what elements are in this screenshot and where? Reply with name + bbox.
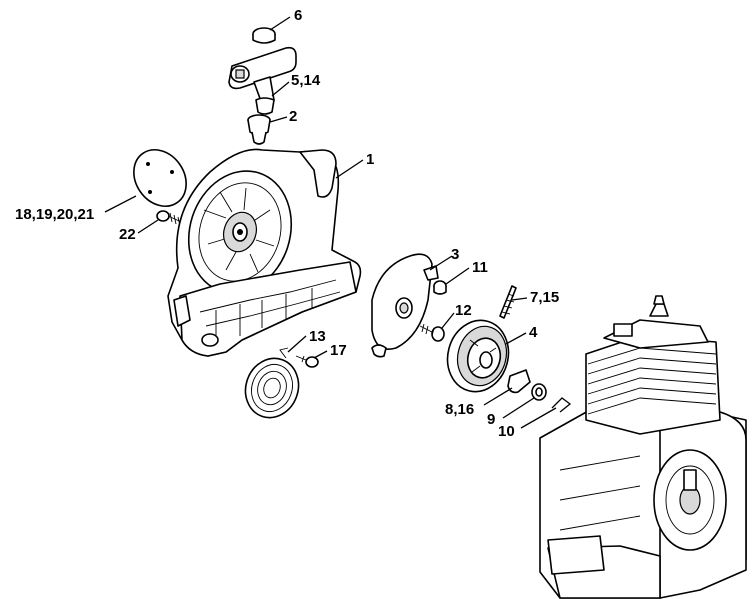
screw-22-part — [156, 210, 187, 228]
callout-22: 22 — [119, 226, 136, 243]
fan-housing-part — [167, 148, 362, 357]
rope-rotor-part — [446, 319, 510, 393]
screw-17-part — [295, 355, 319, 368]
callout-6: 6 — [294, 7, 302, 24]
screw-12-part — [419, 323, 445, 342]
starter-plate-part — [371, 253, 439, 358]
nut-11-part — [433, 280, 447, 295]
callout-17: 17 — [330, 342, 347, 359]
rope-guide-part — [247, 114, 271, 145]
handle-cap-part — [252, 27, 276, 44]
rewind-spring-part — [244, 347, 300, 419]
callout-13: 13 — [309, 328, 326, 345]
callout-4: 4 — [529, 324, 538, 341]
pawl-part — [507, 369, 531, 394]
callout-10: 10 — [498, 423, 515, 440]
callout-labels: 6 5,14 2 1 18,19,20,21 22 3 11 7,15 12 4… — [15, 7, 559, 440]
callout-5-14: 5,14 — [291, 72, 321, 89]
callout-7-15: 7,15 — [530, 289, 559, 306]
callout-1: 1 — [366, 151, 374, 168]
engine-block-part — [539, 295, 747, 599]
spring-clip-part — [551, 397, 572, 413]
callout-12: 12 — [455, 302, 472, 319]
cover-disc-part — [133, 149, 187, 207]
callout-9: 9 — [487, 411, 495, 428]
leader-lines — [104, 16, 557, 429]
washer-part — [531, 383, 547, 401]
callout-3: 3 — [451, 246, 459, 263]
callout-2: 2 — [289, 108, 297, 125]
callout-18-19-20-21: 18,19,20,21 — [15, 206, 94, 223]
starter-rope-part — [499, 285, 517, 319]
callout-8-16: 8,16 — [445, 401, 474, 418]
callout-11: 11 — [472, 259, 488, 276]
starter-grip-part — [228, 46, 297, 115]
